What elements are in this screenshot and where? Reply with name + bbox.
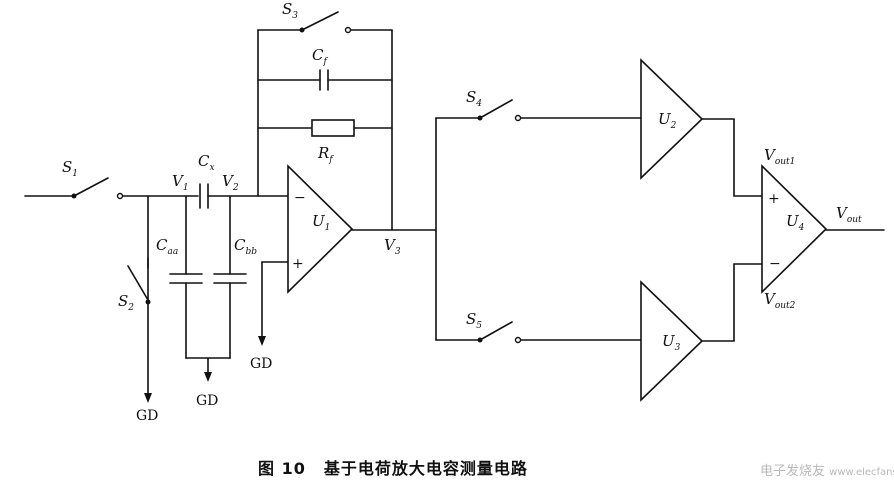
label-cbb: Cbb [234, 236, 257, 257]
ground-arrow-u1 [258, 336, 266, 346]
label-s3: S3 [282, 0, 298, 21]
resistor-rf [257, 119, 393, 137]
figure-title: 基于电荷放大电容测量电路 [323, 459, 528, 478]
watermark: 电子发烧友 www.elecfans.com [760, 460, 894, 479]
label-u4: U4 [786, 212, 805, 233]
label-u3: U3 [662, 332, 681, 353]
opamp-u3 [640, 280, 704, 402]
u1-plus: + [292, 256, 304, 272]
capacitor-cx [199, 183, 291, 209]
label-cx: Cx [198, 152, 215, 173]
figure-number: 图 10 [258, 459, 306, 478]
label-vout1: Vout1 [764, 146, 795, 167]
figure-caption: 图 10 基于电荷放大电容测量电路 [258, 455, 546, 479]
label-s5: S5 [466, 310, 482, 331]
opamp-u2 [640, 58, 704, 180]
label-v1: V1 [172, 172, 189, 193]
gd-label-s2: GD [136, 408, 158, 424]
watermark-text: 电子发烧友 [760, 464, 826, 479]
label-rf: Rf [317, 144, 334, 165]
label-cf: Cf [312, 46, 328, 67]
u4-plus: + [768, 191, 780, 207]
gd-label-caps: GD [196, 393, 218, 409]
switch-s5 [435, 321, 642, 344]
capacitor-cbb [213, 195, 247, 359]
ground-arrow-s2 [144, 393, 152, 403]
label-u2: U2 [658, 110, 677, 131]
watermark-url: www.elecfans.com [829, 467, 894, 478]
switch-s2 [127, 257, 151, 305]
switch-s3 [257, 11, 393, 34]
wire-vout2 [701, 263, 763, 342]
label-caa: Caa [156, 236, 178, 257]
label-v2: V2 [222, 172, 239, 193]
gd-label-u1: GD [250, 356, 272, 372]
capacitor-cf [257, 69, 393, 91]
u1-minus: − [294, 190, 306, 206]
label-s2: S2 [118, 292, 134, 313]
switch-s1 [24, 177, 124, 200]
u4-minus: − [769, 256, 781, 272]
label-u1: U1 [312, 212, 330, 233]
label-v3: V3 [384, 236, 401, 257]
opamp-u1 [287, 164, 354, 294]
opamp-u4 [761, 164, 828, 294]
capacitor-caa [169, 195, 203, 359]
label-vout: Vout [836, 204, 862, 225]
ground-arrow-caps [204, 372, 212, 382]
label-s1: S1 [62, 158, 78, 179]
switch-s4 [435, 99, 642, 122]
wire-vout1 [701, 118, 763, 197]
label-s4: S4 [466, 88, 482, 109]
label-vout2: Vout2 [764, 290, 796, 311]
